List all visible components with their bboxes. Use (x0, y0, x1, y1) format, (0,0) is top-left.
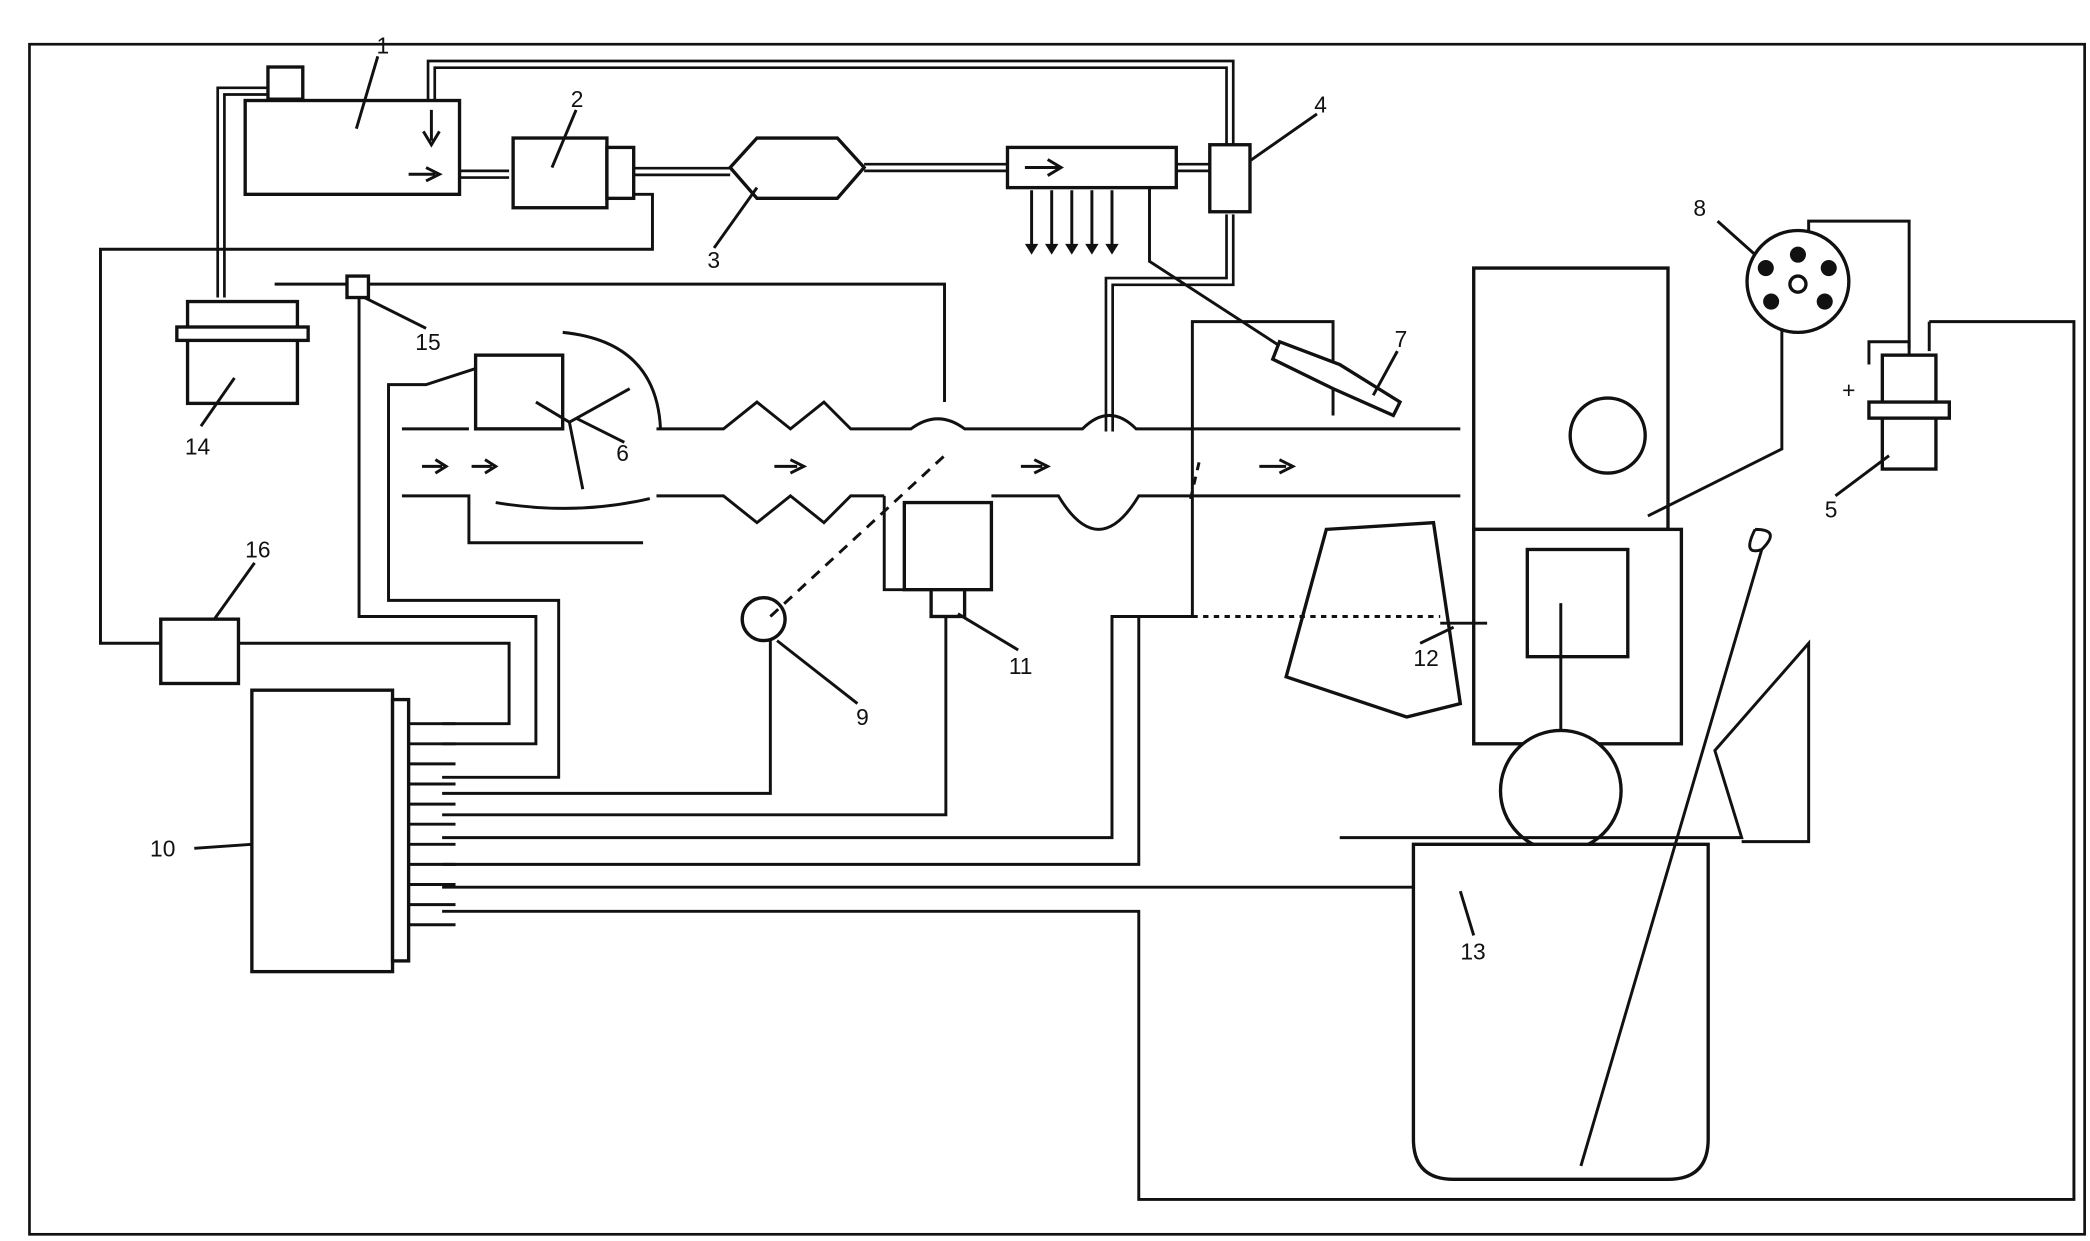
distributor (1647, 219, 1911, 518)
fuel-filter (727, 136, 867, 201)
ignition-coil: + (1842, 321, 1952, 471)
ecu (250, 688, 456, 974)
fuel-rail (1005, 145, 1178, 255)
relay (159, 617, 241, 686)
plus-sign: + (1842, 377, 1855, 403)
label-5: 5 (1825, 496, 1838, 522)
label-15: 15 (415, 329, 440, 355)
label-7: 7 (1395, 326, 1408, 352)
label-2: 2 (571, 86, 584, 112)
idle-air-valve (442, 495, 994, 817)
pressure-regulator (1208, 143, 1252, 214)
fuel-pump (99, 136, 654, 645)
charcoal-canister (175, 299, 310, 406)
label-13: 13 (1460, 939, 1485, 965)
label-9: 9 (856, 704, 869, 730)
purge-valve (345, 274, 371, 300)
label-14: 14 (185, 433, 210, 459)
label-12: 12 (1413, 645, 1438, 671)
label-3: 3 (707, 247, 720, 273)
callout-labels: 1 2 3 4 5 6 7 8 9 10 11 12 13 14 15 16 (150, 33, 1837, 965)
label-8: 8 (1693, 195, 1706, 221)
throttle-position-sensor (442, 454, 946, 795)
label-16: 16 (245, 537, 270, 563)
label-6: 6 (616, 440, 629, 466)
air-flow-meter (387, 330, 662, 779)
fuel-lines (216, 59, 1235, 432)
label-10: 10 (150, 835, 175, 861)
fuel-tank (243, 65, 462, 197)
frame-border (28, 42, 2086, 1236)
fuel-injector (1270, 339, 1403, 418)
label-1: 1 (376, 33, 389, 59)
engine-block (1138, 266, 1811, 1182)
label-11: 11 (1009, 653, 1033, 679)
label-4: 4 (1314, 92, 1327, 118)
